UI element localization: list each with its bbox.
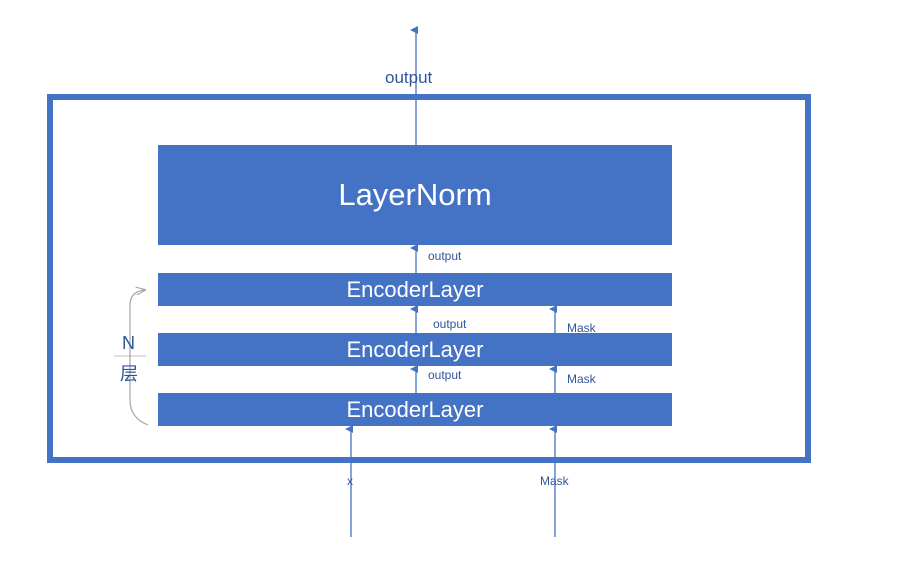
layernorm-label: LayerNorm <box>338 177 492 212</box>
output-label: output <box>428 249 462 263</box>
mask-label: Mask <box>567 321 596 335</box>
encoder-layer-label: EncoderLayer <box>346 396 484 422</box>
output-label: output <box>433 317 467 331</box>
output-label: output <box>428 368 462 382</box>
mask-label: Mask <box>567 372 596 386</box>
repeat-bracket <box>129 290 149 426</box>
repeat-count-label: N <box>122 333 135 353</box>
encoder-layer-block: EncoderLayer <box>158 393 672 426</box>
top-output-label: output <box>385 68 433 87</box>
mask-input-label: Mask <box>540 474 569 488</box>
encoder-layer-label: EncoderLayer <box>346 276 484 302</box>
repeat-unit-label: 层 <box>120 364 138 384</box>
encoder-layer-block: EncoderLayer <box>158 273 672 306</box>
x-input-label: x <box>347 474 353 488</box>
encoder-container <box>47 94 811 463</box>
layernorm-block: LayerNorm <box>158 145 672 245</box>
encoder-layer-label: EncoderLayer <box>346 336 484 362</box>
encoder-layer-block: EncoderLayer <box>158 333 672 366</box>
